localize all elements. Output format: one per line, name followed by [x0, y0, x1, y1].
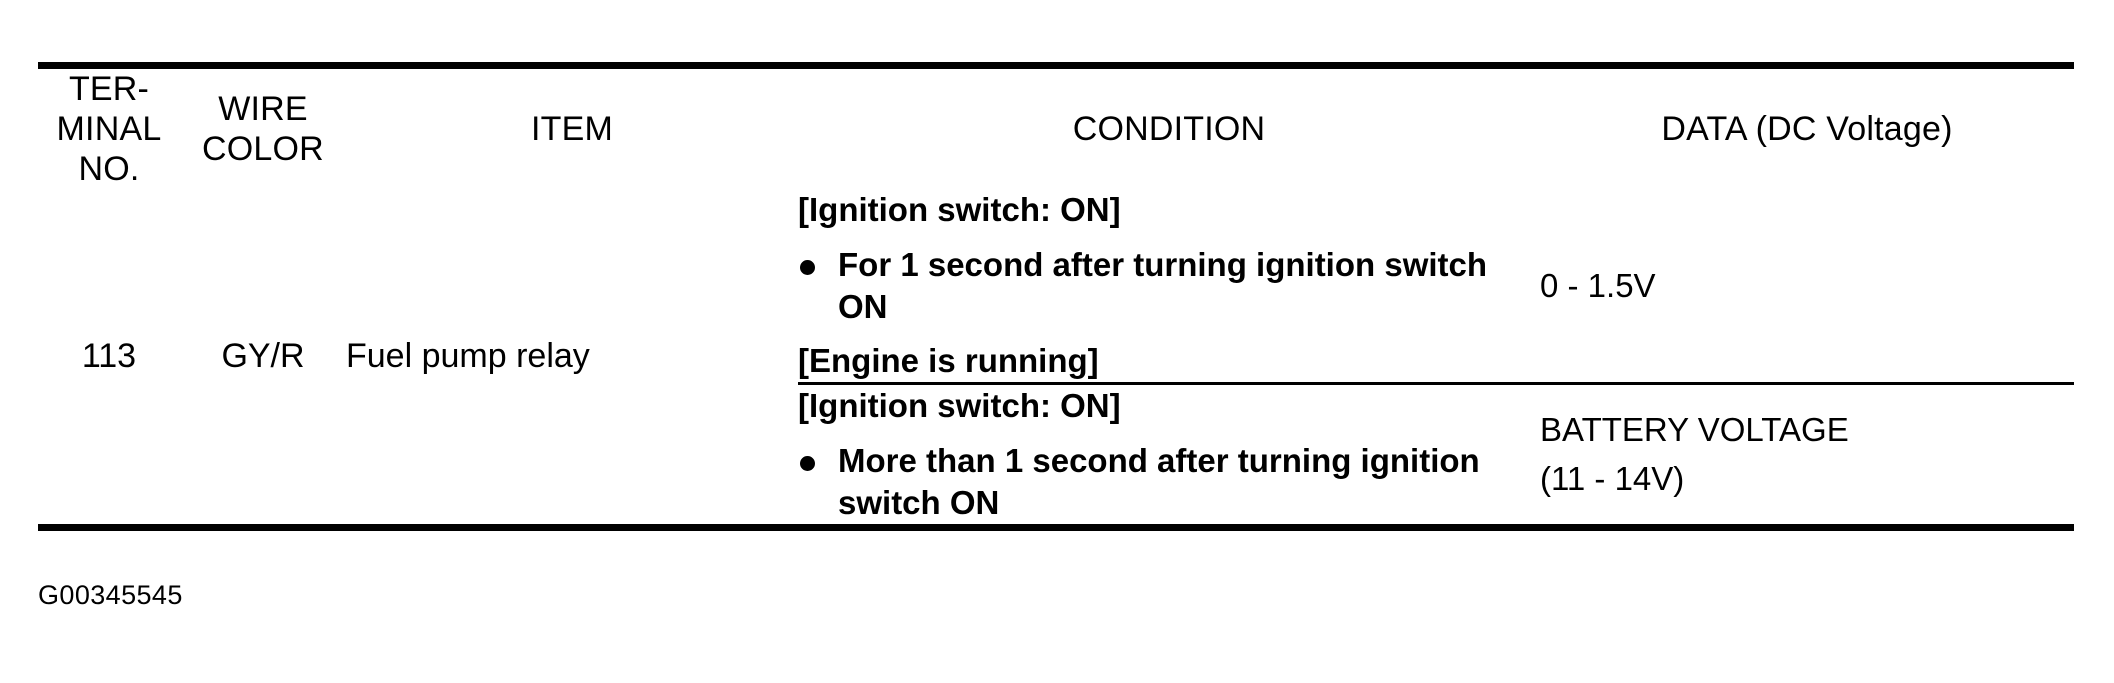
condition-2-bullet-1-text: More than 1 second after turning ignitio… — [838, 441, 1480, 479]
table-bottom-rule — [38, 523, 2074, 531]
condition-1-bullet-1-text: For 1 second after turning ignition swit… — [838, 245, 1488, 325]
terminal-data-table: TER- MINAL NO. WIRE COLOR ITEM CONDITION — [38, 62, 2074, 531]
table-row: [Ignition switch: ON] More than 1 second… — [38, 383, 2074, 524]
data-1-line-1: 0 - 1.5V — [1540, 266, 1656, 304]
condition-1-line-1: [Ignition switch: ON] — [798, 191, 1121, 229]
header-wire-color-line-1: WIRE — [218, 90, 308, 129]
header-data-line-1: DATA (DC Voltage) — [1661, 110, 1953, 149]
cell-wire-color: GY/R — [180, 189, 346, 524]
cell-data-1: 0 - 1.5V — [1540, 189, 2074, 386]
condition-1-bullet-1: For 1 second after turning ignition swit… — [798, 244, 1540, 328]
condition-2-line-1: [Ignition switch: ON] — [798, 387, 1121, 425]
condition-2-bullet-1: More than 1 second after turning ignitio… — [798, 440, 1540, 524]
header-condition-line-1: CONDITION — [1072, 110, 1266, 149]
header-item: ITEM — [346, 69, 798, 190]
table-top-rule — [38, 62, 2074, 69]
cell-data-2: BATTERY VOLTAGE (11 - 14V) — [1540, 383, 2074, 524]
condition-1-line-3: [Engine is running] — [798, 342, 1099, 380]
header-terminal-no-line-2: MINAL — [56, 110, 162, 149]
table-header-row: TER- MINAL NO. WIRE COLOR ITEM CONDITION — [38, 69, 2074, 190]
header-terminal-no: TER- MINAL NO. — [38, 69, 180, 190]
figure-id-code: G00345545 — [38, 580, 183, 610]
header-item-line-1: ITEM — [530, 110, 613, 149]
header-condition: CONDITION — [798, 69, 1540, 190]
header-terminal-no-line-1: TER- — [68, 70, 150, 108]
table-row: 113 GY/R Fuel pump relay [Ignition switc… — [38, 189, 2074, 524]
data-2-line-2: (11 - 14V) — [1540, 459, 1685, 497]
cell-condition-1: [Ignition switch: ON] For 1 second after… — [798, 189, 1540, 386]
header-wire-color: WIRE COLOR — [180, 69, 346, 190]
data-2-line-1: BATTERY VOLTAGE — [1540, 411, 1849, 449]
table: TER- MINAL NO. WIRE COLOR ITEM CONDITION — [38, 69, 2074, 524]
cell-condition-2: [Ignition switch: ON] More than 1 second… — [798, 383, 1540, 524]
cell-terminal-no: 113 — [38, 189, 180, 524]
condition-2-bullet-1-text-wrap: switch ON — [838, 483, 1000, 521]
header-wire-color-line-2: COLOR — [202, 130, 324, 169]
bullet-icon — [800, 259, 815, 275]
bullet-icon — [800, 455, 815, 471]
header-terminal-no-line-3: NO. — [78, 150, 140, 189]
cell-item: Fuel pump relay — [346, 189, 798, 524]
header-data: DATA (DC Voltage) — [1540, 69, 2074, 190]
